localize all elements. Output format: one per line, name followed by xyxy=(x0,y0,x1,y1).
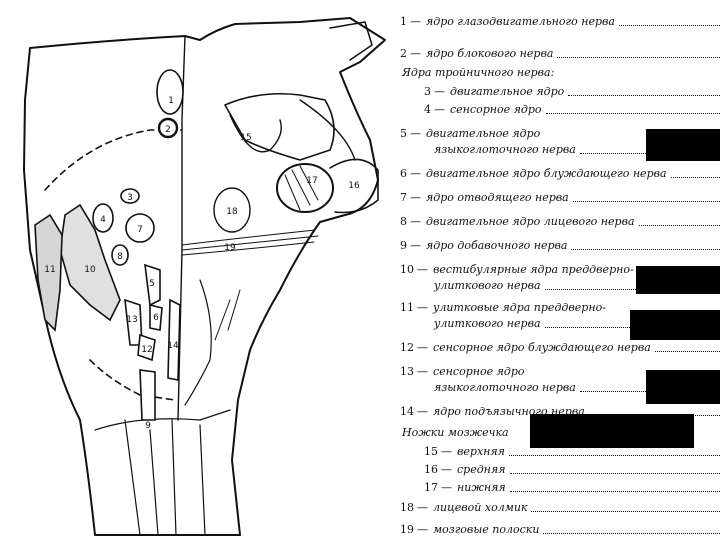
callout-19: 19 xyxy=(224,243,236,253)
redaction-block xyxy=(530,414,694,448)
legend-item-10-cont: улиткового нерва xyxy=(398,276,720,294)
callout-15: 15 xyxy=(240,133,251,143)
legend-label-cont: языкоглоточного нерва xyxy=(434,142,576,156)
legend-label: ядро глазодвигательного нерва xyxy=(426,14,615,28)
callout-5: 5 xyxy=(149,279,155,289)
legend-item-1: 1— ядро глазодвигательного нерва xyxy=(398,12,720,30)
legend-label: двигательное ядро блуждающего нерва xyxy=(426,166,667,180)
legend-label: двигательное ядро лицевого нерва xyxy=(426,214,635,228)
legend-label: сенсорное ядро xyxy=(450,102,542,116)
legend-item-9: 9— ядро добавочного нерва xyxy=(398,236,720,254)
legend-item-5: 5— двигательное ядро xyxy=(400,126,541,140)
trigeminal-header: Ядра тройничного нерва: xyxy=(402,66,555,79)
legend-label: лицевой холмик xyxy=(433,500,528,514)
nucleus-6 xyxy=(149,303,163,331)
nucleus-1 xyxy=(156,69,184,115)
legend-item-17: 17— нижняя xyxy=(398,478,720,496)
legend-label: ядро добавочного нерва xyxy=(426,238,568,252)
legend-label: двигательное ядро xyxy=(426,126,541,140)
legend: 1— ядро глазодвигательного нерва 2— ядро… xyxy=(398,8,720,538)
lower-stem-lines xyxy=(124,419,206,536)
legend-label: средняя xyxy=(457,462,506,476)
nucleus-11 xyxy=(34,213,63,332)
nucleus-7 xyxy=(125,213,155,243)
legend-item-15: 15— верхняя xyxy=(398,442,720,460)
legend-label: двигательное ядро xyxy=(450,84,565,98)
nucleus-3 xyxy=(120,188,140,204)
legend-label-cont: улиткового нерва xyxy=(434,278,541,292)
legend-item-6: 6— двигательное ядро блуждающего нерва xyxy=(398,164,720,182)
nucleus-8 xyxy=(111,244,129,266)
callout-9: 9 xyxy=(145,421,151,431)
brainstem-diagram: 1 2 3 4 5 6 7 8 9 10 11 12 13 14 15 16 1… xyxy=(23,17,386,536)
nucleus-12 xyxy=(137,333,156,362)
legend-item-16: 16— средняя xyxy=(398,460,720,478)
callout-16: 16 xyxy=(348,181,360,191)
legend-label: верхняя xyxy=(457,444,505,458)
nucleus-2 xyxy=(157,117,179,139)
callout-4: 4 xyxy=(100,215,106,225)
callout-6: 6 xyxy=(153,313,159,323)
callout-2: 2 xyxy=(165,125,171,135)
legend-item-19: 19— мозговые полоски xyxy=(398,520,720,538)
legend-item-13: 13— сенсорное ядро xyxy=(400,364,525,378)
legend-item-18: 18— лицевой холмик xyxy=(398,498,720,516)
legend-label: ядро блокового нерва xyxy=(426,46,554,60)
legend-item-7: 7— ядро отводящего нерва xyxy=(398,188,720,206)
legend-item-12: 12— сенсорное ядро блуждающего нерва xyxy=(398,338,720,356)
nucleus-5 xyxy=(144,263,161,307)
nucleus-9 xyxy=(139,369,156,421)
legend-label: сенсорное ядро блуждающего нерва xyxy=(433,340,651,354)
brainstem-outline xyxy=(23,17,386,536)
redaction-block xyxy=(630,310,720,340)
legend-label-cont: улиткового нерва xyxy=(434,316,541,330)
redaction-block xyxy=(636,266,720,294)
medullary-striae xyxy=(181,229,319,256)
callout-12: 12 xyxy=(141,345,152,355)
legend-item-4: 4— сенсорное ядро xyxy=(398,100,720,118)
legend-item-8: 8— двигательное ядро лицевого нерва xyxy=(398,212,720,230)
nucleus-4 xyxy=(92,203,114,233)
redaction-block xyxy=(646,129,720,161)
legend-label: улитковые ядра преддверно- xyxy=(433,300,606,314)
callout-10: 10 xyxy=(84,265,96,275)
legend-item-3: 3— двигательное ядро xyxy=(398,82,720,100)
legend-label: ядро отводящего нерва xyxy=(426,190,569,204)
legend-label: мозговые полоски xyxy=(433,522,540,536)
legend-label: вестибулярные ядра преддверно- xyxy=(433,262,634,276)
upper-peduncle xyxy=(329,21,373,61)
legend-label: нижняя xyxy=(457,480,506,494)
callout-14: 14 xyxy=(167,341,179,351)
callout-17: 17 xyxy=(306,176,317,186)
legend-item-2: 2— ядро блокового нерва xyxy=(398,44,720,62)
callout-13: 13 xyxy=(126,315,137,325)
callout-7: 7 xyxy=(137,225,143,235)
legend-item-11: 11— улитковые ядра преддверно- xyxy=(400,300,606,314)
legend-label: сенсорное ядро xyxy=(433,364,525,378)
nucleus-14 xyxy=(167,298,181,381)
callout-1: 1 xyxy=(168,96,174,106)
callout-8: 8 xyxy=(117,252,123,262)
callout-3: 3 xyxy=(127,193,133,203)
nucleus-10 xyxy=(59,203,121,322)
legend-label-cont: языкоглоточного нерва xyxy=(434,380,576,394)
redaction-block xyxy=(646,370,720,404)
legend-item-10: 10— вестибулярные ядра преддверно- xyxy=(400,262,634,276)
callout-18: 18 xyxy=(226,207,238,217)
callout-11: 11 xyxy=(44,265,55,275)
cerebellum-header: Ножки мозжечка xyxy=(402,426,509,439)
